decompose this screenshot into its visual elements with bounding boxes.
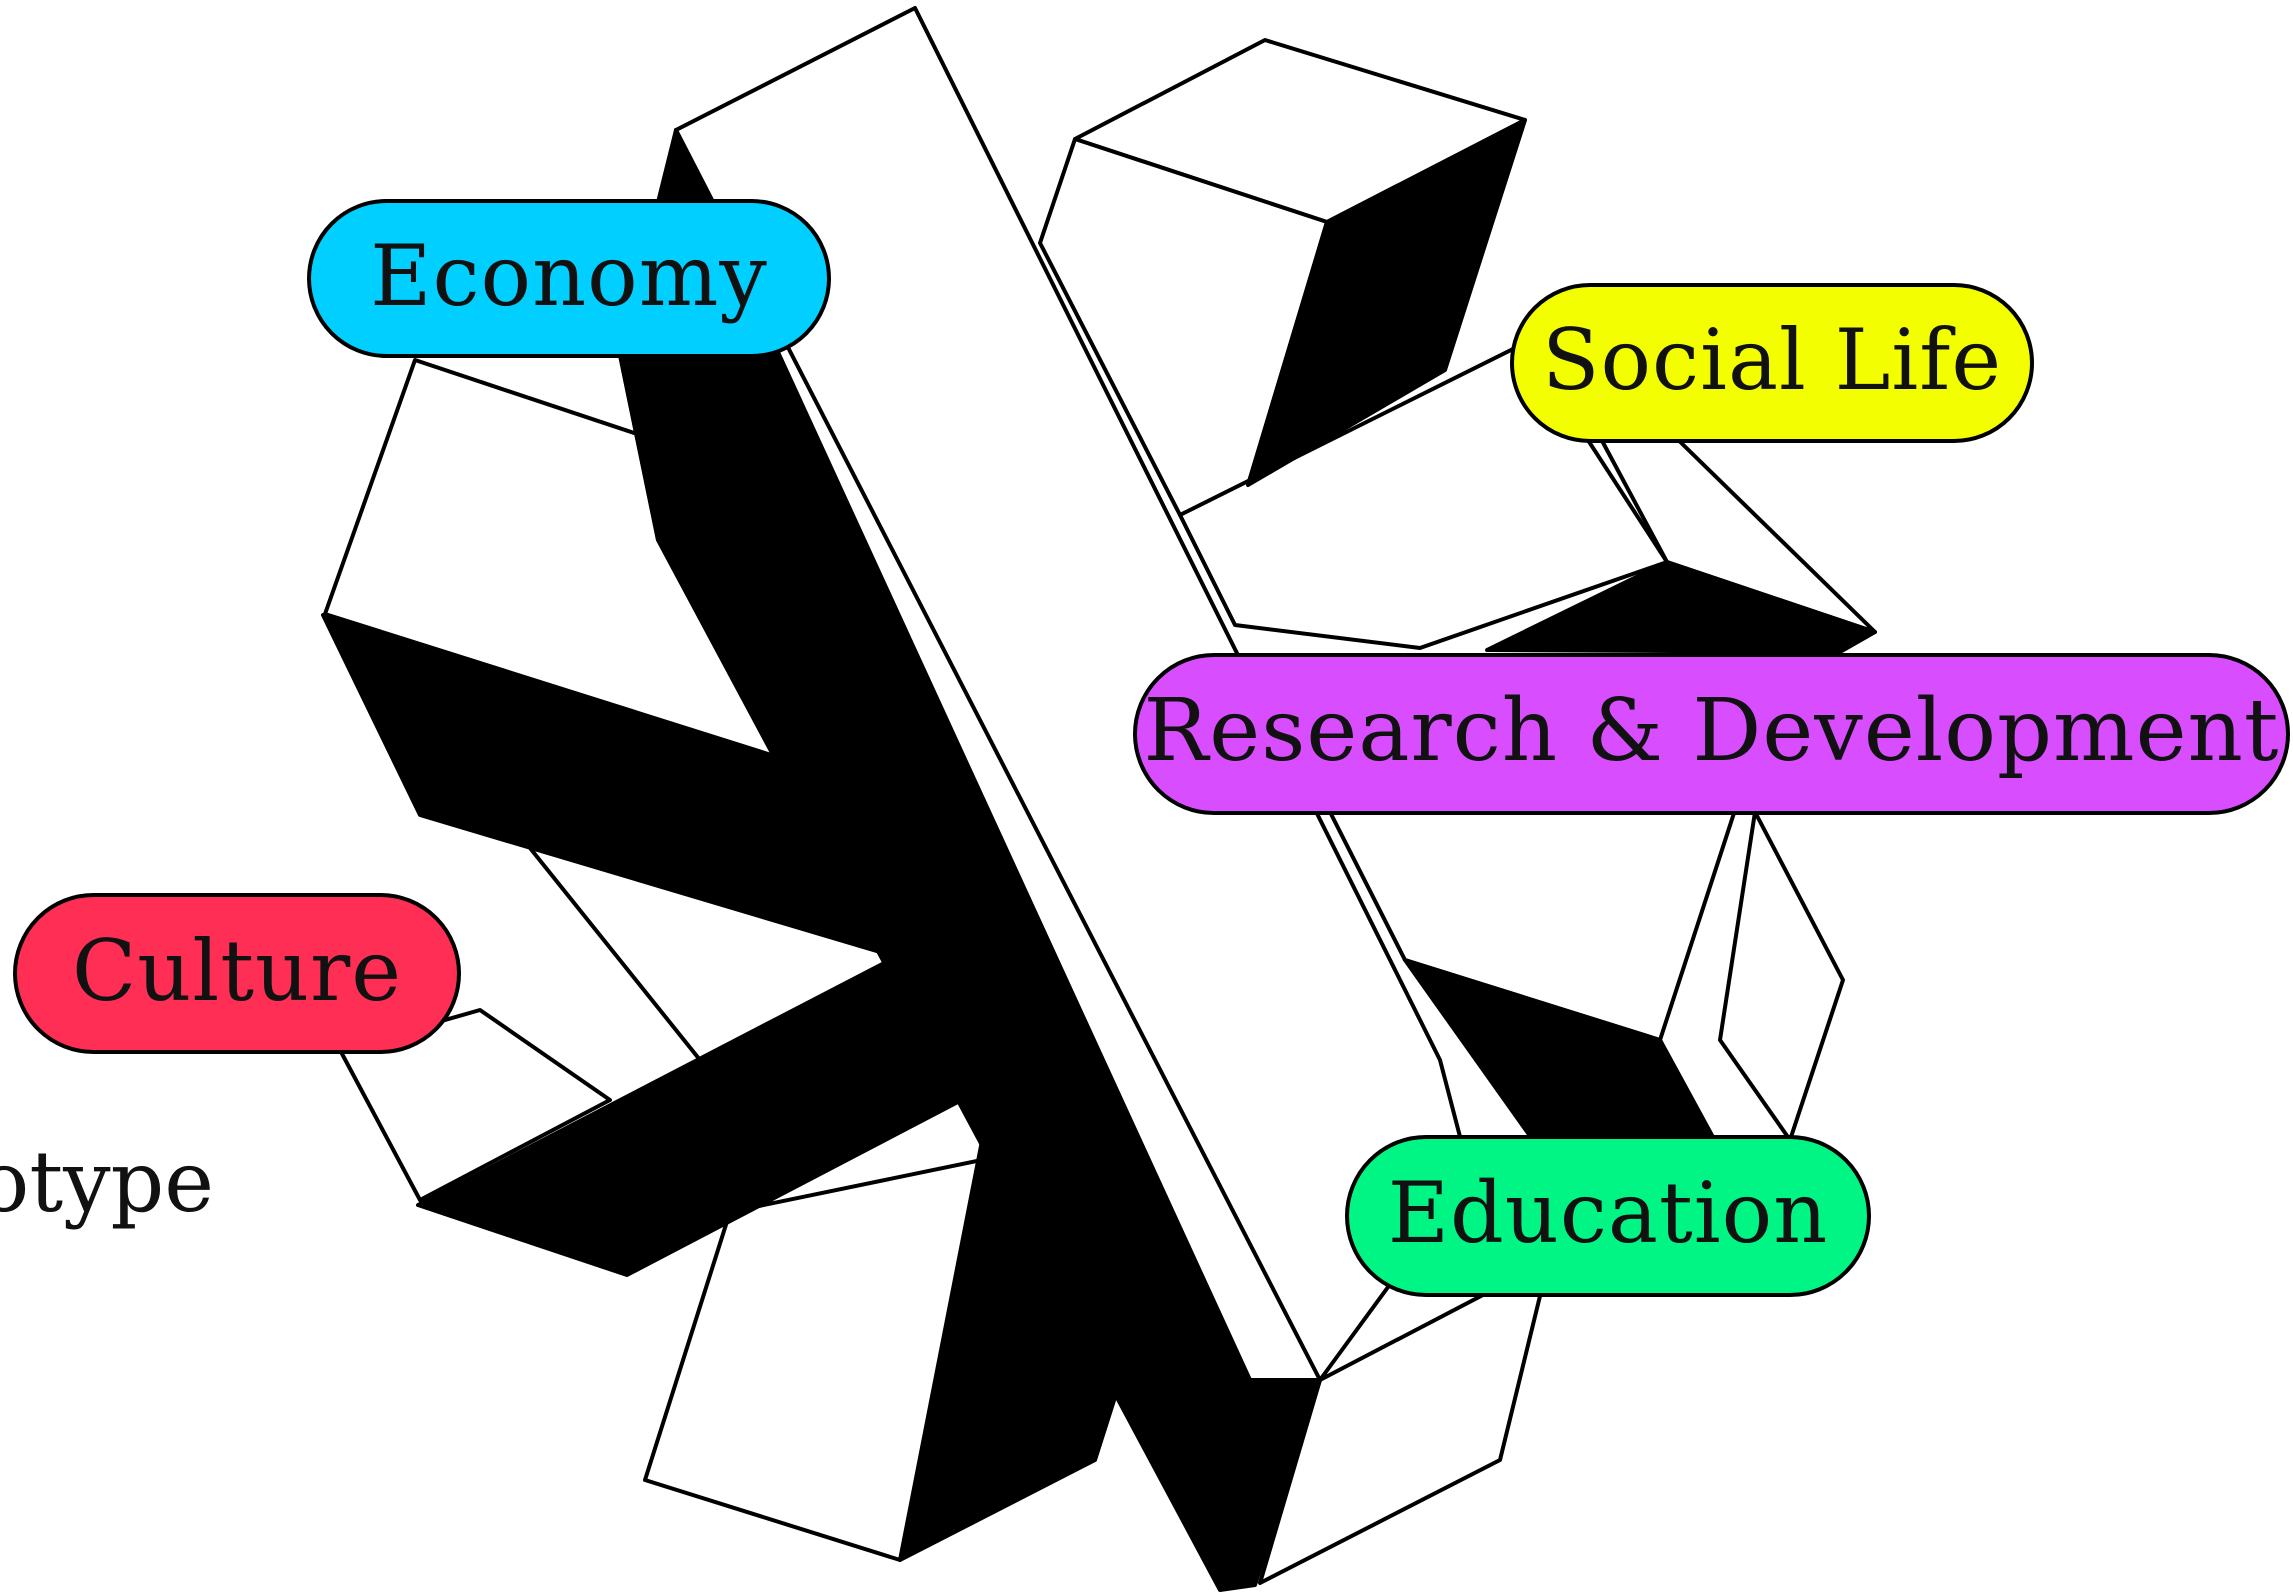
partial-prototype-text: totype — [0, 1133, 215, 1231]
social-life-label: Social Life — [1541, 311, 2003, 409]
social-life-label-pill: Social Life — [1510, 283, 2034, 443]
upper-right-arm-shadow — [1246, 118, 1877, 654]
research-development-label-pill: Research & Development — [1133, 653, 2290, 815]
culture-label: Culture — [72, 921, 402, 1020]
education-label: Education — [1387, 1164, 1829, 1262]
economy-label: Economy — [370, 226, 768, 325]
economy-label-pill: Economy — [307, 199, 831, 358]
education-label-pill: Education — [1345, 1135, 1871, 1297]
culture-label-pill: Culture — [13, 893, 461, 1054]
lower-right-arm-block — [1258, 808, 1845, 1585]
research-development-label: Research & Development — [1143, 681, 2280, 781]
